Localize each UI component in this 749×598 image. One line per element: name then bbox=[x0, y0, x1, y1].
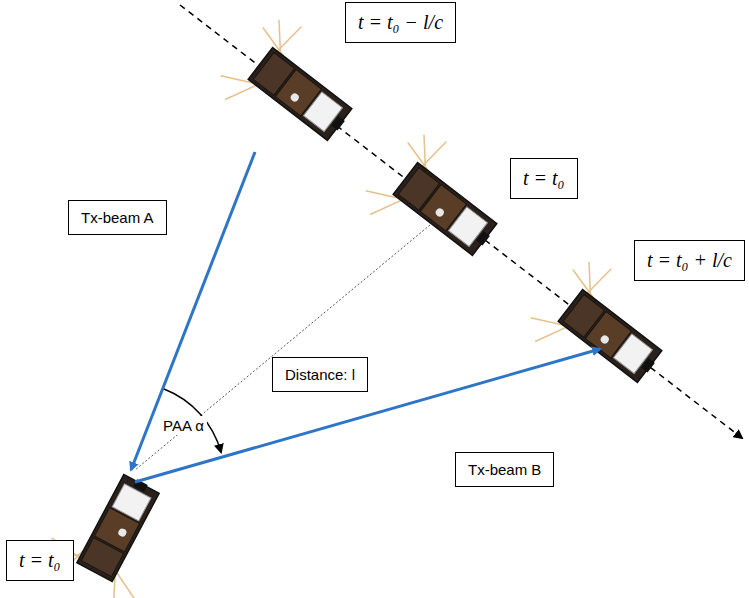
node-text: Tx-beam A bbox=[81, 209, 154, 226]
distance-label: Distance: l bbox=[272, 357, 368, 392]
beam-label: Tx-beam A bbox=[68, 200, 167, 235]
tx-beam bbox=[135, 349, 600, 482]
time-box: t = t₀ + l/c bbox=[634, 240, 745, 281]
node-text: Tx-beam B bbox=[468, 461, 541, 478]
node-text: Distance: l bbox=[285, 366, 355, 383]
orbit-line bbox=[180, 5, 742, 438]
satellite bbox=[356, 121, 519, 280]
time-box: t = t₀ bbox=[6, 540, 74, 581]
node-text: t = t₀ bbox=[523, 167, 565, 190]
node-text: t = t₀ − l/c bbox=[358, 11, 443, 34]
angle-label: PAA α bbox=[160, 416, 207, 435]
time-box: t = t₀ − l/c bbox=[345, 2, 456, 43]
time-box: t = t₀ bbox=[510, 158, 578, 199]
node-text: t = t₀ bbox=[19, 549, 61, 572]
beam-label: Tx-beam B bbox=[455, 452, 554, 487]
node-text: t = t₀ + l/c bbox=[647, 249, 732, 272]
